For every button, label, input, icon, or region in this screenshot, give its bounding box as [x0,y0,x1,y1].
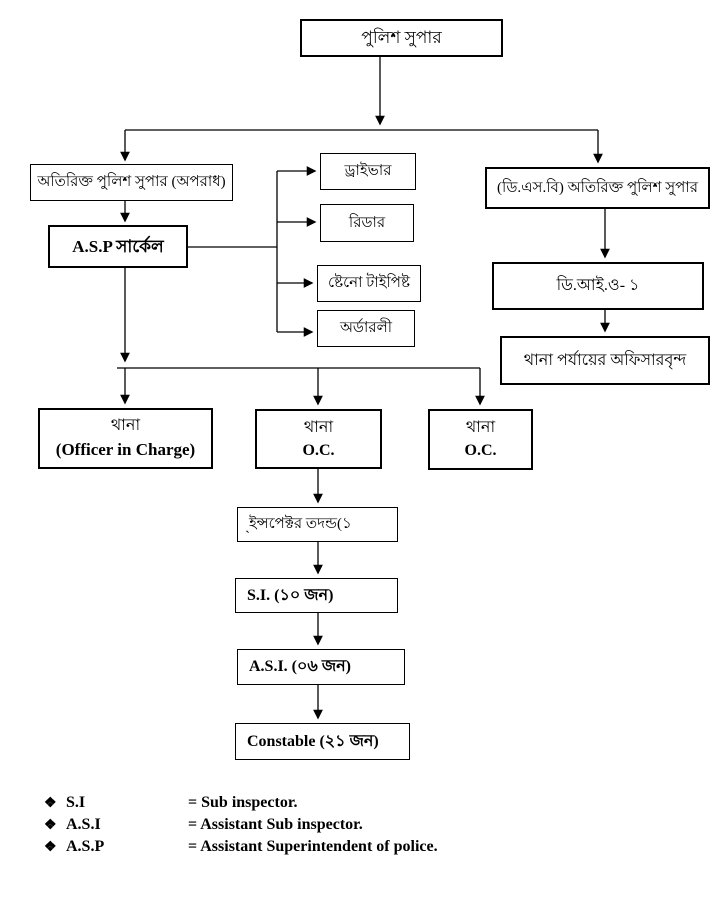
box-thana-officer-in-charge-line1: থানা [110,417,141,435]
legend-row-asp: ❖ A.S.P = Assistant Superintendent of po… [44,838,604,860]
box-orderly: অর্ডারলী [317,310,415,347]
box-asi-label: A.S.I. (০৬ জন) [249,658,352,675]
box-police-super-label: পুলিশ সুপার [361,28,442,48]
legend-meaning: = Assistant Sub inspector. [188,816,363,833]
box-thana-oc-mid: থানা O.C. [255,409,382,469]
legend: ❖ S.I = Sub inspector. ❖ A.S.I = Assista… [44,794,604,860]
box-dsb-addl-sp-label: (ডি.এস.বি) অতিরিক্ত পুলিশ সুপার [497,179,698,196]
legend-abbr: A.S.I [66,816,101,833]
legend-abbr: S.I [66,794,86,811]
box-dsb-addl-sp: (ডি.এস.বি) অতিরিক্ত পুলিশ সুপার [485,167,710,209]
box-thana-oc-mid-line2: O.C. [302,441,335,459]
box-thana-oc-right-line1: থানা [465,419,496,436]
legend-meaning: = Assistant Superintendent of police. [188,838,438,855]
box-reader-label: রিডার [348,214,386,231]
box-asi: A.S.I. (০৬ জন) [237,649,405,685]
legend-meaning: = Sub inspector. [188,794,298,811]
box-inspector: ইন্সপেক্টর তদন্ড(১ [237,507,398,542]
box-orderly-label: অর্ডারলী [339,320,393,337]
box-thana-oc-right-line2: O.C. [464,442,497,459]
box-dio-1-label: ডি.আই.ও- ১ [556,277,640,294]
box-thana-level-officers-label: থানা পর্যায়ের অফিসারবৃন্দ [523,351,687,369]
box-si: S.I. (১০ জন) [235,578,398,613]
box-addl-sp-crime: অতিরিক্ত পুলিশ সুপার (অপরাধ) [30,164,233,201]
box-thana-officer-in-charge-line2: (Officer in Charge) [55,440,196,460]
box-constable: Constable (২১ জন) [235,723,410,760]
box-si-label: S.I. (১০ জন) [247,586,334,604]
box-addl-sp-crime-label: অতিরিক্ত পুলিশ সুপার (অপরাধ) [37,174,226,191]
box-dio-1: ডি.আই.ও- ১ [492,262,704,310]
diamond-bullet-icon: ❖ [44,818,57,833]
box-inspector-label: ইন্সপেক্টর তদন্ড(১ [249,516,352,533]
box-thana-oc-mid-line1: থানা [303,418,334,436]
box-thana-level-officers: থানা পর্যায়ের অফিসারবৃন্দ [500,336,710,385]
box-asp-circle-label: A.S.P সার্কেল [72,236,164,256]
box-driver: ড্রাইভার [320,153,416,190]
legend-abbr: A.S.P [66,838,105,855]
diamond-bullet-icon: ❖ [44,840,57,855]
box-thana-oc-right: থানা O.C. [428,409,533,470]
box-driver-label: ড্রাইভার [344,163,392,180]
box-steno-typist-label: ষ্টেনো টাইপিষ্ট [328,275,410,292]
diamond-bullet-icon: ❖ [44,796,57,811]
box-police-super: পুলিশ সুপার [300,19,503,57]
box-reader: রিডার [320,204,414,242]
box-constable-label: Constable (২১ জন) [247,732,379,750]
stray-mark: ` [245,529,250,545]
legend-row-asi: ❖ A.S.I = Assistant Sub inspector. [44,816,604,838]
box-asp-circle: A.S.P সার্কেল [48,225,188,268]
legend-row-si: ❖ S.I = Sub inspector. [44,794,604,816]
box-steno-typist: ষ্টেনো টাইপিষ্ট [317,265,421,302]
box-thana-officer-in-charge: থানা (Officer in Charge) [38,408,213,469]
